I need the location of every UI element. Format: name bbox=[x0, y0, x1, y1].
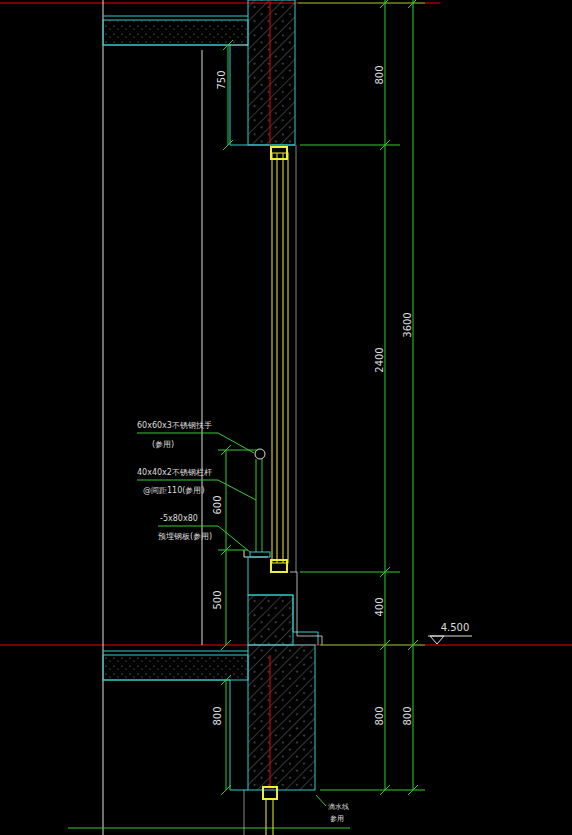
dimension-text: 3600 bbox=[403, 312, 413, 337]
level-mark: 4.500 bbox=[441, 623, 470, 633]
dimension-text: 750 bbox=[217, 70, 227, 89]
callout-note: @间距110(参用) bbox=[143, 487, 205, 495]
dimension-text: 800 bbox=[213, 706, 223, 725]
callout-note: 滴水线 bbox=[328, 804, 349, 811]
callout-note: -5x80x80 bbox=[160, 515, 198, 523]
dimension-text: 2400 bbox=[375, 347, 385, 372]
callout-note: 60x60x3不锈钢扶手 bbox=[137, 422, 212, 430]
callout-note: (参用) bbox=[152, 441, 174, 449]
dimension-text: 400 bbox=[375, 597, 385, 616]
dimension-text: 500 bbox=[213, 590, 223, 609]
dimension-text: 600 bbox=[213, 495, 223, 514]
callout-note: 预埋钢板(参用) bbox=[158, 533, 212, 541]
dimension-text: 800 bbox=[375, 65, 385, 84]
callout-note: 参用 bbox=[330, 816, 344, 823]
dimension-text: 800 bbox=[403, 706, 413, 725]
callout-note: 40x40x2不锈钢栏杆 bbox=[137, 469, 212, 477]
dimension-text: 800 bbox=[375, 706, 385, 725]
